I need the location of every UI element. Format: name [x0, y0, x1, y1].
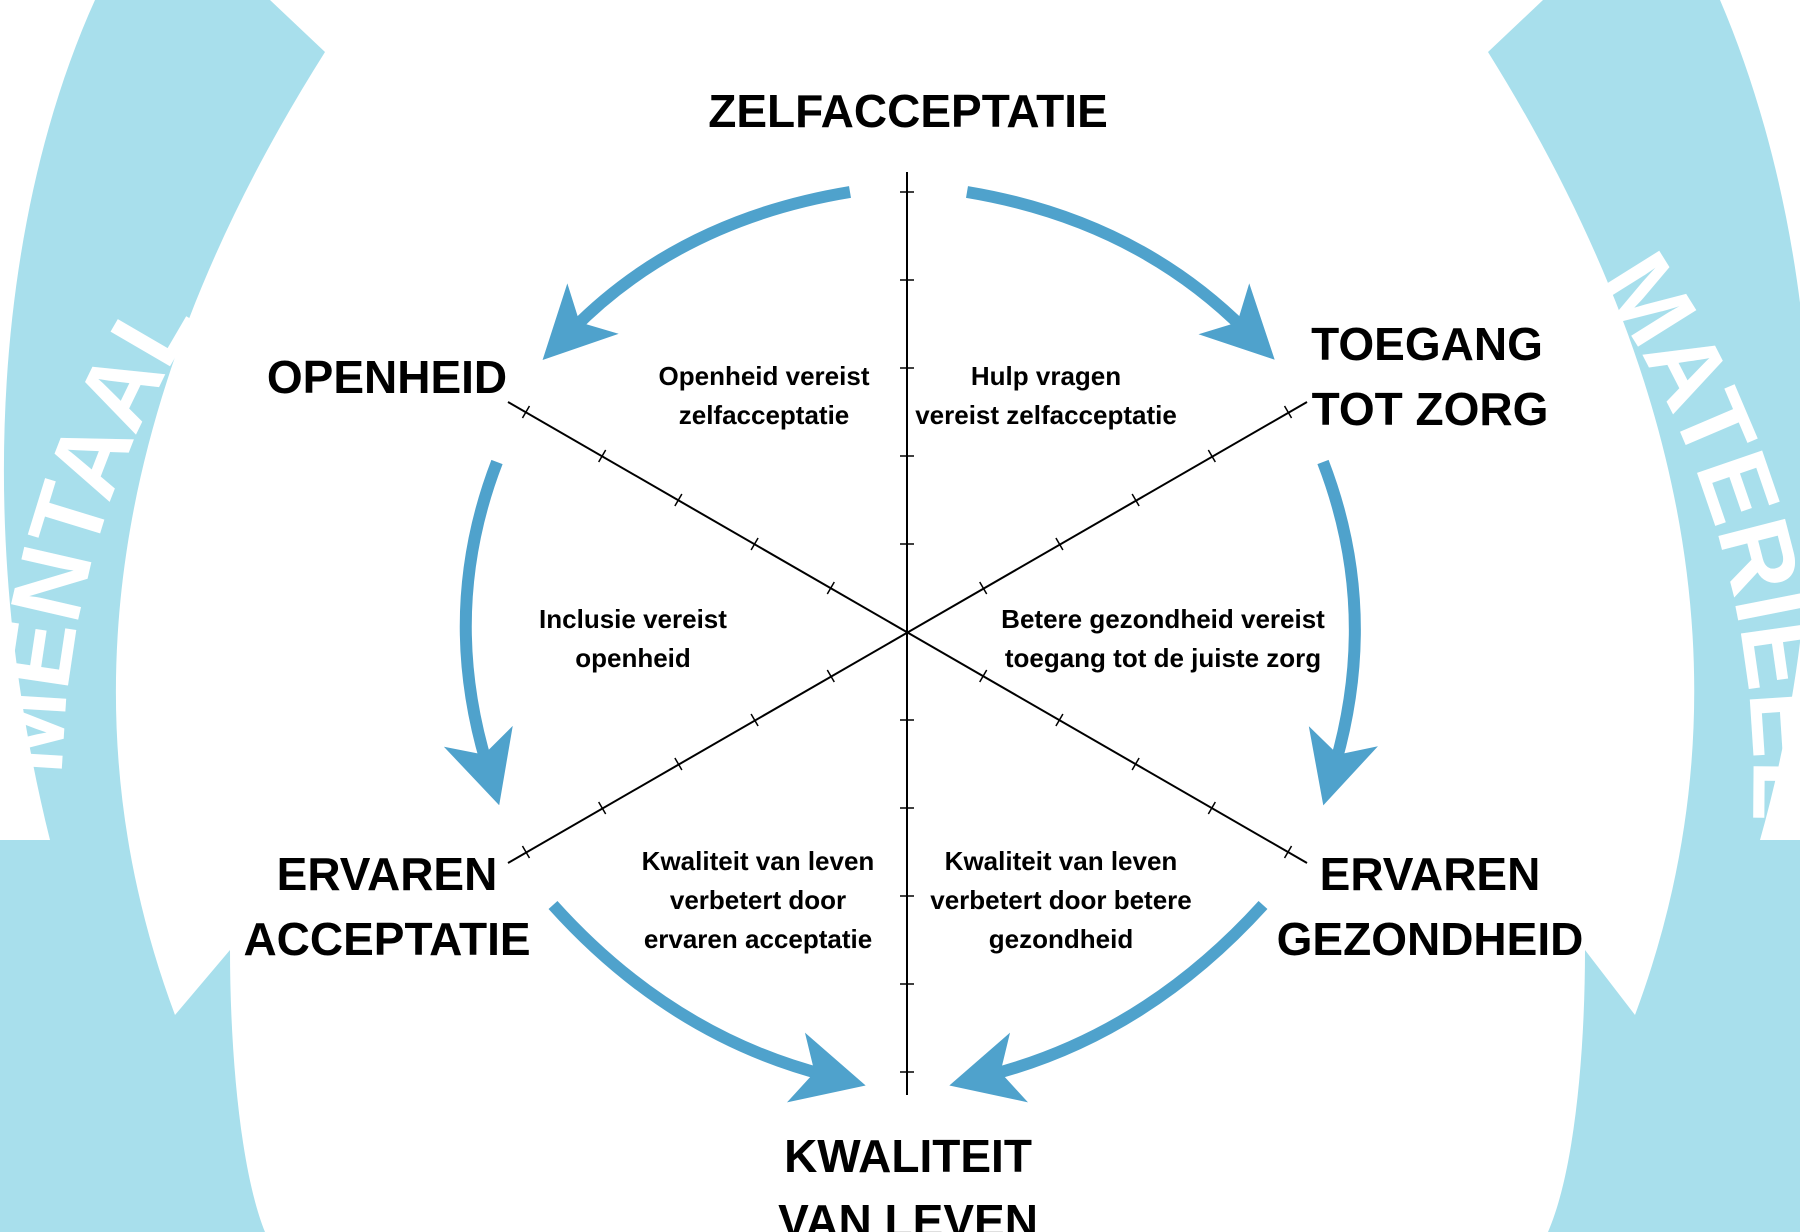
- node-openheid: OPENHEID: [267, 351, 507, 403]
- axes: [507, 172, 1308, 1095]
- axis-tick: [674, 757, 683, 771]
- axis-tick: [598, 449, 607, 463]
- axis-tick: [1131, 493, 1140, 507]
- edge-label-mid-right-line1: Betere gezondheid vereist: [1001, 604, 1325, 634]
- node-ervaren-acceptatie: ERVAREN ACCEPTATIE: [243, 848, 530, 965]
- outer-arrow-materieel: [1488, 0, 1800, 1232]
- axis-diagonal-up: [507, 401, 1308, 864]
- axis-tick: [1055, 537, 1064, 551]
- edge-label-top-right: Hulp vragen vereist zelfacceptatie: [915, 361, 1177, 430]
- axis-tick: [674, 493, 683, 507]
- axis-tick: [1131, 757, 1140, 771]
- arrow-lower-right-to-bottom: [949, 900, 1268, 1103]
- edge-label-top-right-line1: Hulp vragen: [971, 361, 1121, 391]
- axis-tick: [1207, 801, 1216, 815]
- node-kwaliteit-line2: VAN LEVEN: [778, 1195, 1038, 1232]
- axis-ticks: [521, 191, 1293, 1073]
- axis-tick: [1055, 713, 1064, 727]
- axis-tick: [979, 669, 988, 683]
- node-ervaren-acceptatie-line1: ERVAREN: [277, 848, 498, 900]
- axis-tick: [826, 669, 835, 683]
- arrow-top-to-right: [966, 186, 1275, 360]
- edge-label-top-left-line1: Openheid vereist: [659, 361, 870, 391]
- node-zelfacceptatie: ZELFACCEPTATIE: [708, 85, 1108, 137]
- edge-label-mid-left-line2: openheid: [575, 643, 691, 673]
- outer-arrow-mentaal: [0, 0, 325, 1232]
- axis-tick: [826, 581, 835, 595]
- node-ervaren-gezondheid: ERVAREN GEZONDHEID: [1277, 848, 1584, 965]
- axis-tick: [598, 801, 607, 815]
- axis-tick: [979, 581, 988, 595]
- node-toegang-line1: TOEGANG: [1311, 318, 1543, 370]
- axis-tick: [750, 713, 759, 727]
- edge-label-bottom-left-line2: verbetert door: [670, 885, 846, 915]
- edge-label-mid-right-line2: toegang tot de juiste zorg: [1005, 643, 1321, 673]
- edge-label-mid-left: Inclusie vereist openheid: [539, 604, 727, 673]
- arrow-top-to-left: [542, 186, 851, 360]
- edge-label-mid-right: Betere gezondheid vereist toegang tot de…: [1001, 604, 1325, 673]
- edge-label-top-left: Openheid vereist zelfacceptatie: [659, 361, 870, 430]
- cycle-arrows: [443, 186, 1378, 1103]
- edge-label-bottom-right-line3: gezondheid: [989, 924, 1133, 954]
- edge-label-bottom-right-line2: verbetert door betere: [930, 885, 1192, 915]
- axis-tick: [1283, 405, 1293, 419]
- edge-label-bottom-left-line1: Kwaliteit van leven: [642, 846, 875, 876]
- node-toegang-line2: TOT ZORG: [1312, 383, 1549, 435]
- arrow-lower-left-to-bottom: [548, 900, 866, 1103]
- axis-tick: [1283, 845, 1293, 859]
- edge-label-top-right-line2: vereist zelfacceptatie: [915, 400, 1177, 430]
- node-kwaliteit-van-leven: KWALITEIT VAN LEVEN: [778, 1130, 1038, 1232]
- axis-tick: [521, 405, 531, 419]
- node-ervaren-gezondheid-line1: ERVAREN: [1320, 848, 1541, 900]
- edge-label-bottom-left: Kwaliteit van leven verbetert door ervar…: [642, 846, 875, 954]
- arrow-left-to-lower-left: [443, 459, 513, 806]
- node-ervaren-acceptatie-line2: ACCEPTATIE: [243, 913, 530, 965]
- edge-label-top-left-line2: zelfacceptatie: [679, 400, 850, 430]
- node-kwaliteit-line1: KWALITEIT: [784, 1130, 1032, 1182]
- arrow-right-to-lower-right: [1308, 459, 1378, 806]
- edge-label-bottom-left-line3: ervaren acceptatie: [644, 924, 872, 954]
- node-toegang-tot-zorg: TOEGANG TOT ZORG: [1311, 318, 1548, 435]
- axis-tick: [1207, 449, 1216, 463]
- edge-label-bottom-right: Kwaliteit van leven verbetert door beter…: [930, 846, 1192, 954]
- edge-label-bottom-right-line1: Kwaliteit van leven: [945, 846, 1178, 876]
- axis-tick: [521, 845, 531, 859]
- node-ervaren-gezondheid-line2: GEZONDHEID: [1277, 913, 1584, 965]
- edge-label-mid-left-line1: Inclusie vereist: [539, 604, 727, 634]
- axis-tick: [750, 537, 759, 551]
